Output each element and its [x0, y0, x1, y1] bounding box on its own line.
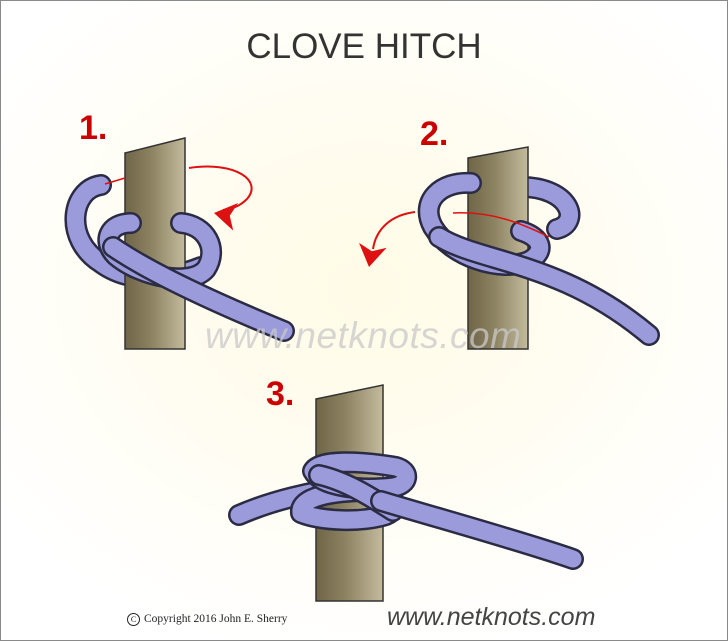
step-3-illustration [228, 384, 584, 602]
step-1-arrow-path [188, 165, 253, 211]
step-1-illustration [64, 137, 295, 350]
step-2-rope-front [417, 171, 660, 346]
step-3-rope [228, 451, 584, 570]
watermark-text: www.netknots.com [205, 315, 522, 356]
step-1-arrow-head [211, 199, 239, 231]
copyright-text: Copyright 2016 John E. Sherry [144, 613, 288, 626]
step-2-guide-line [452, 212, 550, 238]
step-1-guide-line [104, 177, 126, 185]
diagram-title: CLOVE HITCH [246, 27, 482, 66]
step-2-number: 2. [420, 115, 449, 153]
copyright-symbol: C [127, 613, 140, 626]
step-1-number: 1. [79, 109, 108, 147]
step-2-arrow-path [372, 211, 416, 250]
step-3-number: 3. [266, 375, 295, 413]
step-2-rope-back [510, 176, 581, 240]
site-url[interactable]: www.netknots.com [387, 603, 596, 631]
step-2-arrow-head [355, 242, 387, 270]
step-1-post [124, 137, 186, 350]
step-2-illustration [355, 146, 660, 350]
step-1-rope-front [97, 212, 295, 342]
copyright-notice: C Copyright 2016 John E. Sherry [127, 613, 287, 626]
